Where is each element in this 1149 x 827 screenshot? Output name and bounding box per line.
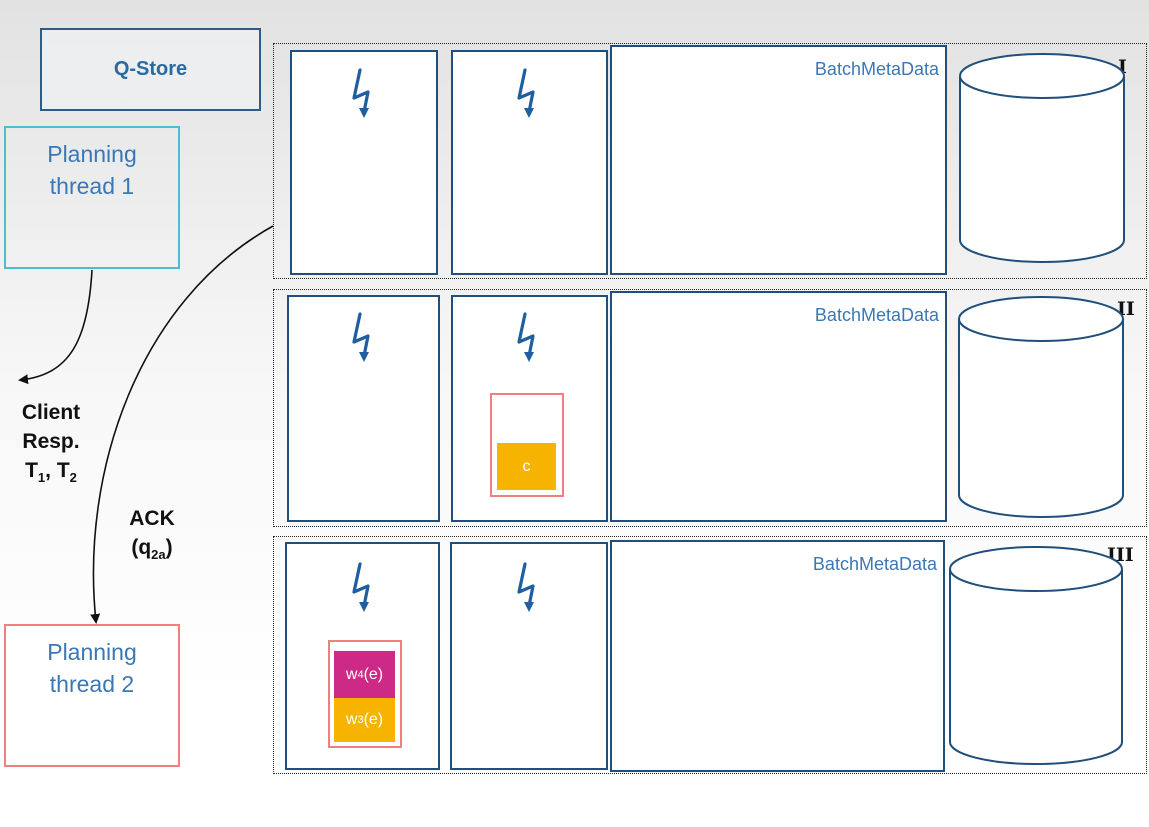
group-iii-op-w3-arg: (e) (363, 711, 384, 728)
client-line1: Client (21, 401, 81, 424)
q-store-box: Q-Store (40, 28, 261, 111)
group-iii (273, 536, 1147, 774)
ack-line1: ACK (129, 507, 175, 530)
group-iii-op-w4-w: w (345, 665, 358, 683)
planning-thread-2-line2: thread 2 (49, 671, 135, 697)
group-i-worker-1 (290, 50, 438, 275)
lightning-icon (352, 312, 371, 364)
lightning-icon (352, 562, 371, 614)
planning-thread-2-line1: Planning (47, 639, 137, 665)
group-i-storage-cylinder (959, 53, 1125, 263)
lightning-icon (517, 312, 536, 364)
group-i (273, 43, 1147, 279)
ack-q-sub: 2a (151, 547, 166, 563)
group-i-roman: I (1118, 56, 1127, 78)
group-ii-op-c: c (497, 443, 556, 490)
planning-thread-1-line2: thread 1 (49, 173, 135, 199)
group-iii-op-w3-sub: 3 (357, 714, 364, 726)
group-iii-op-w4-sub: 4 (357, 668, 364, 681)
group-ii-batch-metadata: BatchMetaData (610, 291, 947, 522)
lightning-icon (352, 68, 371, 120)
client-response-arrow (18, 269, 93, 385)
group-ii (273, 289, 1147, 527)
client-t2-sub: 2 (69, 470, 77, 486)
planning-thread-1-box: Planning thread 1 (4, 126, 180, 269)
group-ii-worker-1 (287, 295, 440, 522)
group-iii-storage-cylinder (949, 546, 1123, 765)
client-line2: Resp. (22, 430, 80, 453)
planning-thread-1-label: Planning thread 1 (47, 138, 137, 202)
client-sep: , (45, 459, 57, 482)
q-store-label: Q-Store (113, 58, 188, 80)
planning-thread-2-box: Planning thread 2 (4, 624, 180, 767)
client-t1-sub: 1 (37, 470, 46, 486)
planning-thread-1-line1: Planning (47, 141, 137, 167)
group-i-batch-metadata: BatchMetaData (610, 45, 947, 275)
lightning-icon (517, 562, 536, 614)
group-iii-op-w3-w: w (345, 711, 358, 728)
lightning-icon (517, 68, 536, 120)
group-iii-op-w4-arg: (e) (363, 665, 384, 683)
client-response-label: Client Resp. T1, T2 (0, 398, 102, 492)
group-i-worker-2 (451, 50, 608, 275)
planning-thread-2-label: Planning thread 2 (47, 636, 137, 700)
client-t1: T (25, 459, 38, 482)
group-iii-batch-metadata-label: BatchMetaData (812, 554, 937, 574)
ack-close: ) (165, 536, 173, 559)
ack-q: (q (131, 536, 152, 559)
group-iii-batch-metadata: BatchMetaData (610, 540, 945, 772)
ack-label: ACK (q2a) (110, 504, 194, 569)
ack-arrow (90, 225, 274, 624)
group-ii-batch-metadata-label: BatchMetaData (814, 305, 939, 325)
client-t2: T (56, 459, 70, 482)
group-ii-storage-cylinder (958, 296, 1124, 518)
group-i-batch-metadata-label: BatchMetaData (814, 59, 939, 79)
group-iii-worker-2 (450, 542, 608, 770)
